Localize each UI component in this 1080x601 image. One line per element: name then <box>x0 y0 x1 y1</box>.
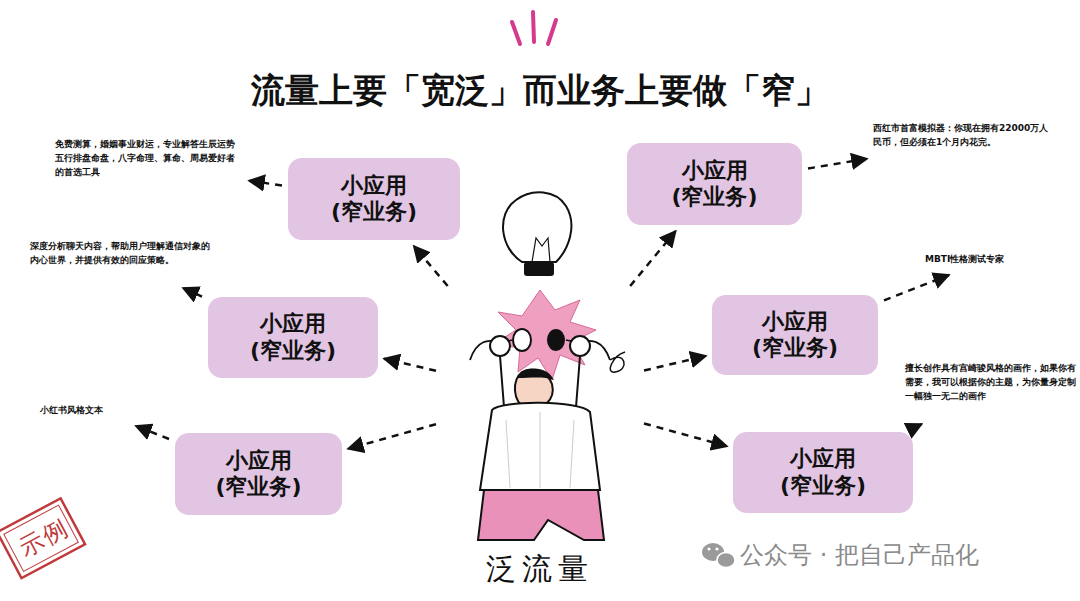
dashed-arrow <box>249 181 282 186</box>
dashed-arrow <box>808 159 867 169</box>
app-description: MBTI性格测试专家 <box>925 253 1045 269</box>
app-description: 擅长创作具有宫崎骏风格的画作，如果你有需要，我可以根据你的主题，为你量身定制一幅… <box>905 362 1077 418</box>
dashed-arrow <box>414 246 448 286</box>
dashed-arrow <box>644 356 706 371</box>
app-description: 深度分析聊天内容，帮助用户理解通信对象的内心世界，并提供有效的回应策略。 <box>30 240 216 282</box>
accent-rays <box>512 12 556 44</box>
node-text: MBTI性格测试专家 <box>925 253 1045 267</box>
stamp-frame <box>0 498 85 578</box>
dashed-arrow <box>630 231 675 286</box>
person-figure <box>470 290 625 540</box>
node-text: 擅长创作具有宫崎骏风格的画作，如果你有需要，我可以根据你的主题，为你量身定制一幅… <box>905 362 1077 404</box>
app-box: 小应用(窄业务) <box>208 297 378 378</box>
dashed-arrow <box>136 426 169 439</box>
node-text: 小应用 <box>790 446 856 472</box>
node-text: 小应用 <box>226 448 292 474</box>
dashed-arrow <box>183 288 202 297</box>
app-box: 小应用(窄业务) <box>712 295 878 375</box>
traffic-hub: 泛流量 <box>430 290 650 590</box>
app-box: 小应用(窄业务) <box>733 432 913 513</box>
node-text: 免费测算，婚姻事业财运，专业解答生辰运势五行排盘命盘，八字命理、算命、周易爱好者… <box>55 138 243 180</box>
node-text: 小应用 <box>260 311 326 337</box>
dashed-arrow <box>884 275 949 300</box>
app-description: 小红书风格文本 <box>40 404 160 420</box>
node-text: (窄业务) <box>250 338 336 364</box>
watermark: 公众号 · 把自己产品化 <box>740 539 1070 571</box>
node-text: 西红市首富模拟器：你现在拥有22000万人民币，但必须在1个月内花完。 <box>873 122 1051 150</box>
node-text: 小应用 <box>682 158 748 184</box>
app-description: 西红市首富模拟器：你现在拥有22000万人民币，但必须在1个月内花完。 <box>873 122 1051 164</box>
node-text: (窄业务) <box>215 474 301 500</box>
wechat-icon <box>702 543 735 568</box>
diagram-title: 流量上要「宽泛」而业务上要做「窄」 <box>0 68 1080 114</box>
app-description: 免费测算，婚姻事业财运，专业解答生辰运势五行排盘命盘，八字命理、算命、周易爱好者… <box>55 138 243 194</box>
node-text: 小应用 <box>341 173 407 199</box>
node-text: (窄业务) <box>780 473 866 499</box>
app-box: 小应用(窄业务) <box>627 143 802 225</box>
stamp-text: 示例 <box>10 510 78 566</box>
light-bulb <box>503 192 571 276</box>
dashed-arrow <box>918 424 922 426</box>
app-box: 小应用(窄业务) <box>288 158 460 240</box>
dashed-arrow <box>384 359 436 371</box>
node-text: 泛流量 <box>482 549 598 590</box>
node-text: 小红书风格文本 <box>40 404 160 418</box>
node-text: (窄业务) <box>671 184 757 210</box>
node-text: 小应用 <box>762 309 828 335</box>
node-text: (窄业务) <box>331 199 417 225</box>
app-box: 小应用(窄业务) <box>175 433 342 515</box>
dashed-arrow <box>644 423 727 446</box>
dashed-arrow <box>348 424 436 449</box>
node-text: 深度分析聊天内容，帮助用户理解通信对象的内心世界，并提供有效的回应策略。 <box>30 240 216 268</box>
node-text: (窄业务) <box>752 335 838 361</box>
